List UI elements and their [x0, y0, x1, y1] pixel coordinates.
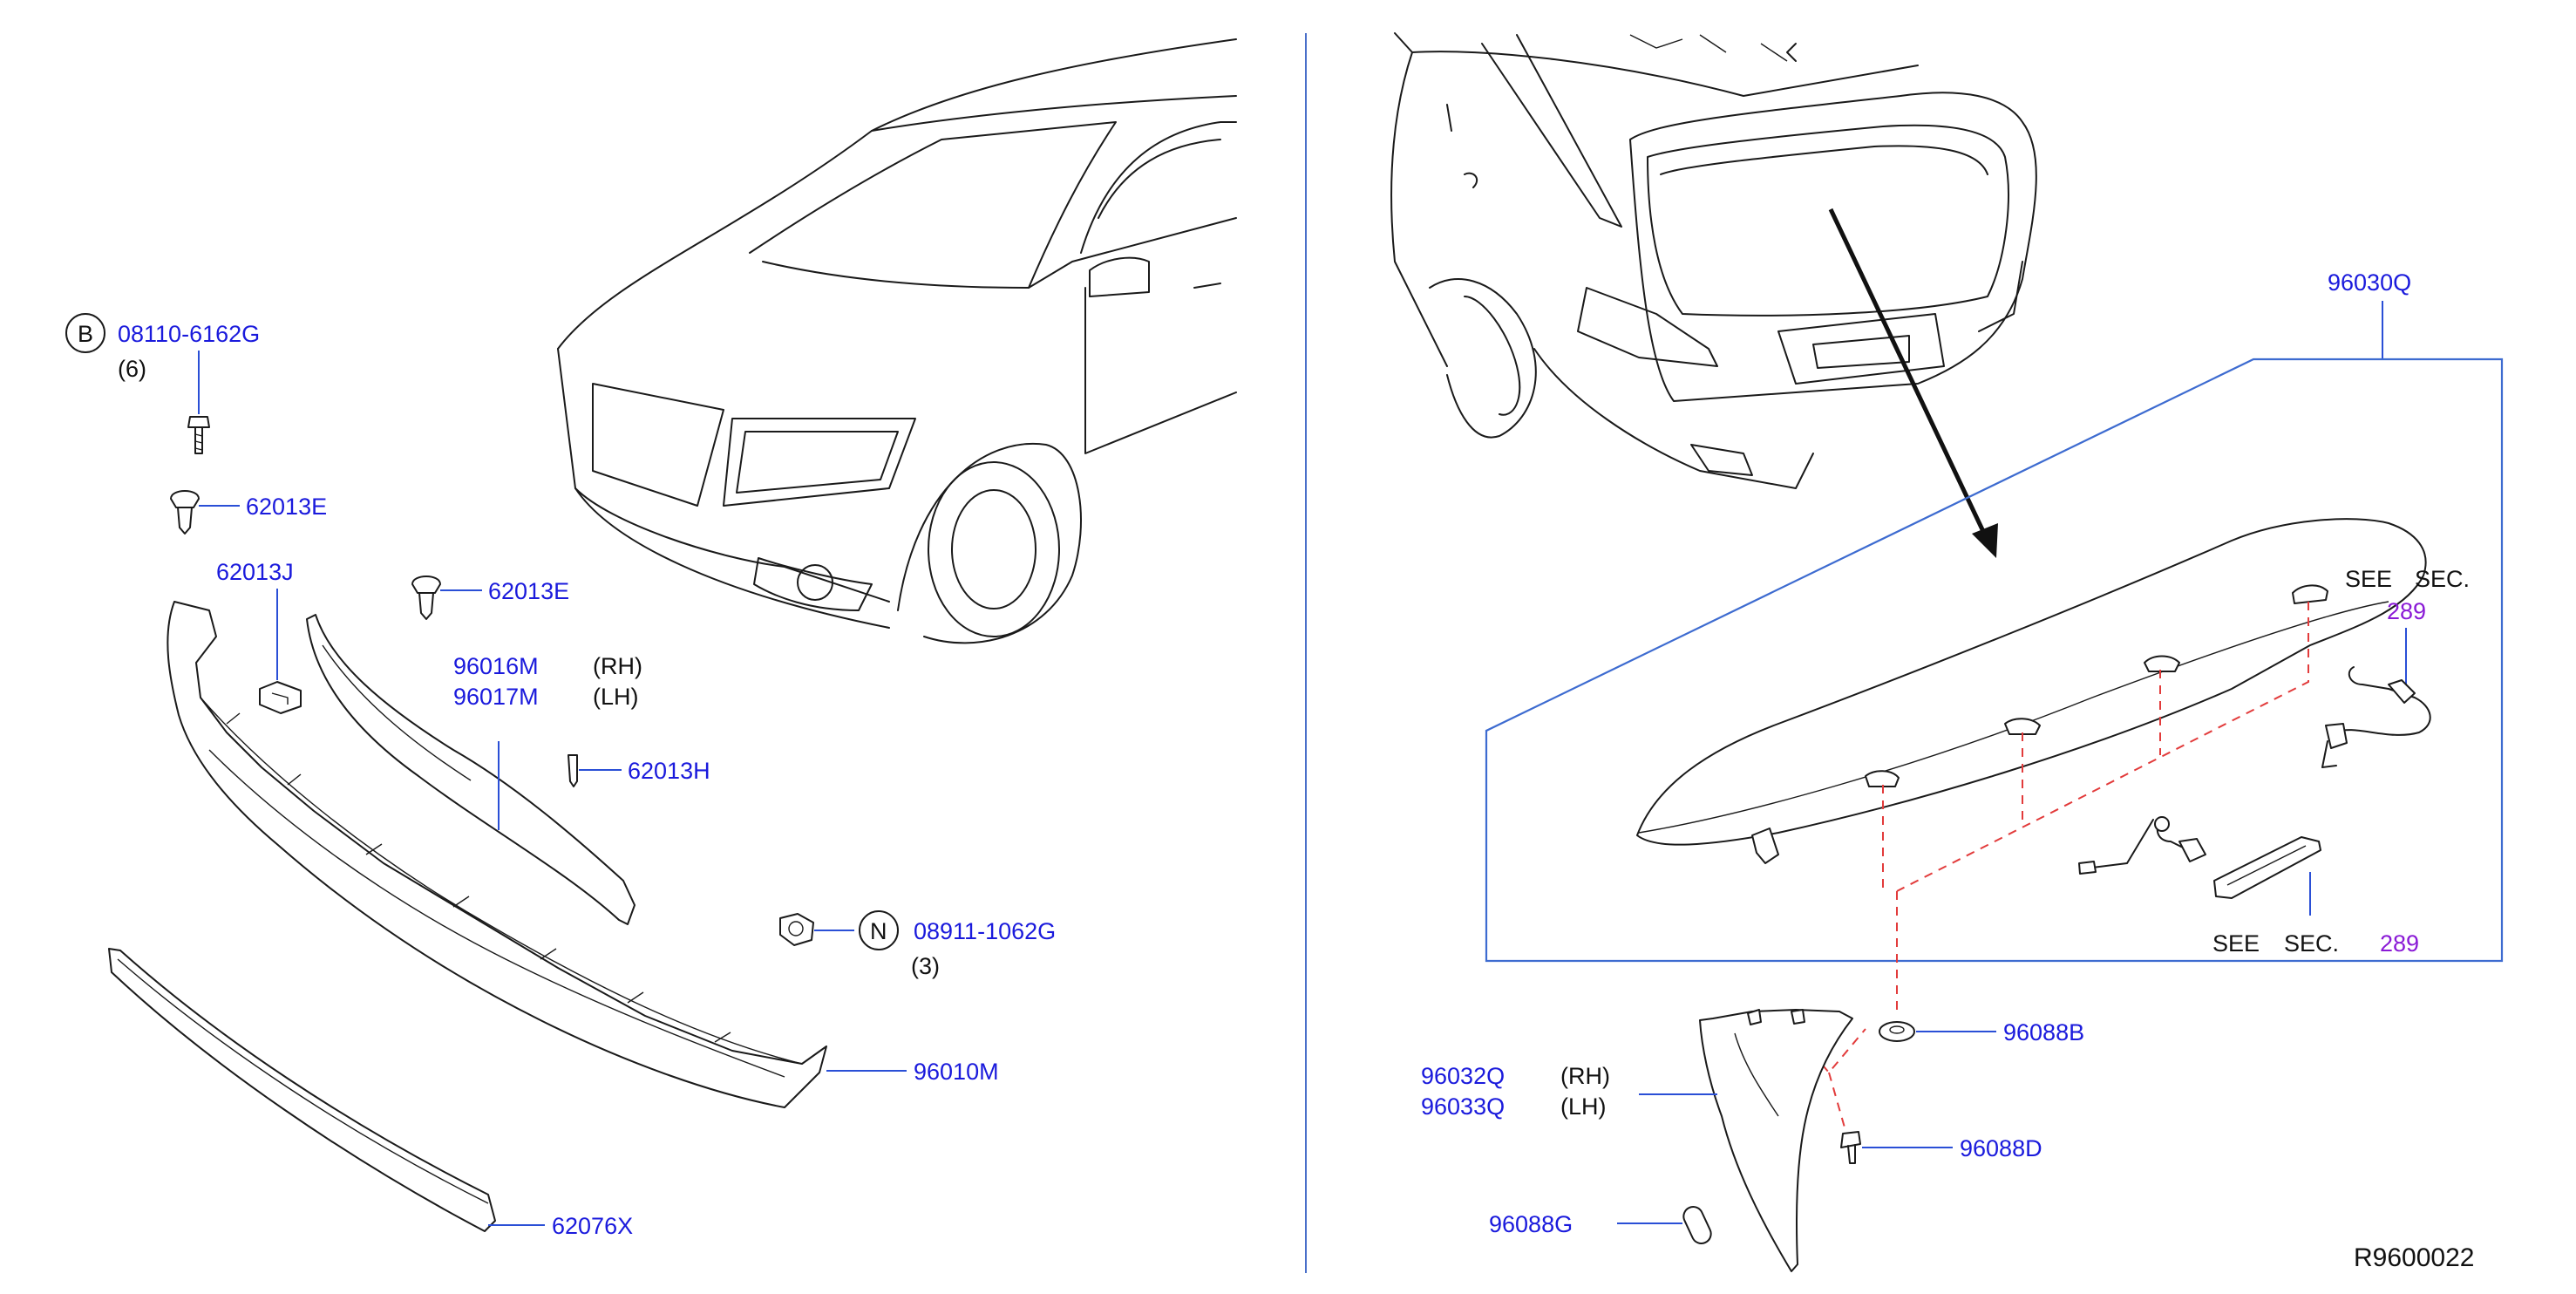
rear-spoiler-frame: [1485, 358, 2504, 963]
clip-e-lower: 62013E: [411, 575, 569, 620]
side-lh-side: (LH): [1560, 1093, 1607, 1120]
pin-clip-icon: [568, 754, 578, 787]
seal-lh-part: 96017M: [453, 684, 539, 710]
bolt-symbol: B: [78, 321, 93, 347]
nut-symbol-circle: [859, 910, 899, 950]
bolt-icon: [187, 416, 210, 454]
see-bottom-label: SEE: [2212, 930, 2260, 957]
bolt-part-number: 08110-6162G: [118, 321, 260, 347]
bolt-qty: (6): [118, 356, 146, 382]
sec-bottom-label: SEC.: [2284, 930, 2339, 957]
diagram-id: R9600022: [2354, 1243, 2474, 1272]
clip-d-label: 96088D: [1960, 1135, 2042, 1161]
seal-strip-shape: [306, 614, 636, 925]
stop-lamp-icon: [2078, 816, 2321, 899]
grommet-part: 96088B: [1879, 1019, 2084, 1045]
bracket-clip-icon: [259, 681, 302, 714]
sec-bottom-number: 289: [2380, 930, 2419, 957]
rear-car-illustration: [1390, 32, 2037, 489]
clip-h: 62013H: [568, 754, 710, 787]
clip-e-lower-label: 62013E: [488, 578, 569, 604]
push-clip-icon: [170, 490, 200, 535]
side-garnish-part: 96032Q (RH) 96033Q (LH): [1421, 1009, 1853, 1272]
seal-lh-side: (LH): [593, 684, 639, 710]
front-spoiler-label: 96010M: [914, 1059, 999, 1085]
rear-spoiler-callout: 96030Q: [1485, 269, 2504, 963]
side-rh-part: 96032Q: [1421, 1063, 1505, 1089]
direction-arrow: [1828, 208, 1998, 558]
seal-ring-icon: [1682, 1206, 1712, 1244]
rear-spoiler-label: 96030Q: [2328, 269, 2411, 296]
seal-rh-side: (RH): [593, 653, 642, 679]
screw-clip-icon: [1840, 1131, 1861, 1164]
front-spoiler-part: 96010M: [167, 601, 999, 1108]
grommet-label: 96088B: [2003, 1019, 2084, 1045]
molding-label: 62076X: [552, 1213, 633, 1239]
push-clip-icon: [411, 575, 441, 620]
nut-symbol: N: [870, 918, 887, 944]
clip-j-label: 62013J: [216, 559, 294, 585]
seal-rh-part: 96016M: [453, 653, 539, 679]
rear-spoiler-shape: [1636, 518, 2427, 846]
grommet-icon: [1879, 1021, 1915, 1042]
seal-g-label: 96088G: [1489, 1211, 1573, 1237]
front-car-illustration: [557, 38, 1237, 644]
see-section-top: SEE SEC. 289: [2321, 566, 2470, 768]
side-garnish-shape: [1699, 1009, 1853, 1272]
nut-part-number: 08911-1062G: [914, 918, 1056, 944]
side-lh-part: 96033Q: [1421, 1093, 1505, 1120]
rear-spoiler-part: [1636, 518, 2427, 864]
molding-part: 62076X: [108, 948, 633, 1239]
see-section-bottom: SEE SEC. 289: [2078, 816, 2419, 957]
clip-e-upper-label: 62013E: [246, 494, 327, 520]
clip-d: 96088D: [1840, 1131, 2042, 1164]
sec-top-label: SEC.: [2415, 566, 2470, 592]
seal-strip-part: 96016M (RH) 96017M (LH): [306, 614, 642, 925]
nut-qty: (3): [911, 953, 940, 979]
nut-part: N 08911-1062G (3): [779, 910, 1056, 979]
clip-h-label: 62013H: [628, 758, 710, 784]
bolt-part: B 08110-6162G (6): [65, 313, 260, 454]
clip-j: 62013J: [216, 559, 302, 714]
front-spoiler-shape: [167, 601, 827, 1108]
nut-icon: [779, 913, 814, 946]
clip-e-upper: 62013E: [170, 490, 327, 535]
bolt-symbol-circle: [65, 313, 105, 353]
sec-top-number: 289: [2387, 598, 2426, 624]
molding-shape: [108, 948, 496, 1232]
side-rh-side: (RH): [1560, 1063, 1610, 1089]
seal-g: 96088G: [1489, 1206, 1712, 1244]
see-top-label: SEE: [2345, 566, 2392, 592]
wire-harness-icon: [2321, 666, 2431, 768]
